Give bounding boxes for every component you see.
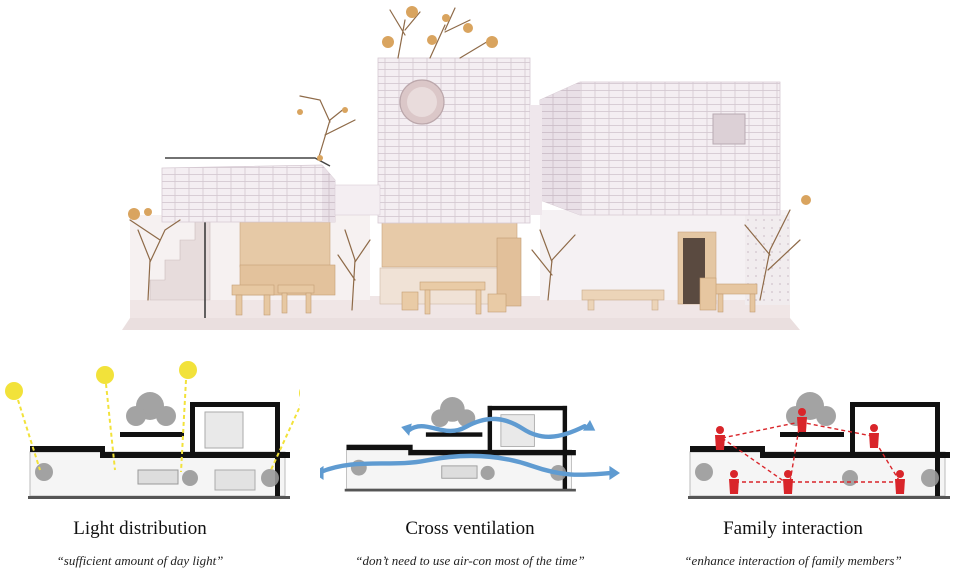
light-distribution-diagram xyxy=(5,361,300,499)
dining-set-left xyxy=(231,284,315,316)
wood-wall-left xyxy=(239,221,331,268)
caption-subtitle-ventilation: “don’t need to use air-con most of the t… xyxy=(355,553,585,568)
model-floor xyxy=(130,296,790,318)
brick-box-right xyxy=(539,81,781,216)
bench-right xyxy=(581,289,665,311)
dining-set-right xyxy=(699,277,758,313)
dining-set-center xyxy=(401,281,507,315)
sunlight-rays xyxy=(17,379,300,473)
trees-in-section xyxy=(35,392,279,487)
airflow-arrow-icon xyxy=(320,416,616,477)
caption-title-ventilation: Cross ventilation xyxy=(405,518,535,539)
caption-subtitle-light: “sufficient amount of day light” xyxy=(56,553,224,568)
square-window xyxy=(712,113,746,145)
brick-box-left xyxy=(161,164,336,223)
dried-flowers xyxy=(128,6,811,220)
section-drawing xyxy=(344,405,576,492)
caption-subtitle-family: “enhance interaction of family members” xyxy=(684,553,902,568)
tall-cabinet xyxy=(496,237,522,307)
brick-tower-center xyxy=(377,57,531,224)
dried-plants xyxy=(129,7,801,311)
caption-title-family: Family interaction xyxy=(723,518,863,539)
house-model-photo xyxy=(122,6,811,330)
cross-ventilation-diagram xyxy=(320,397,620,492)
caption-title-light: Light distribution xyxy=(73,518,207,539)
person-icon xyxy=(715,408,905,494)
airflow-arrowheads xyxy=(320,420,620,480)
model-base xyxy=(122,318,800,330)
section-drawing xyxy=(28,402,290,499)
family-interaction-diagram xyxy=(688,392,950,499)
sun-icon xyxy=(5,361,300,400)
staircase xyxy=(149,219,211,301)
